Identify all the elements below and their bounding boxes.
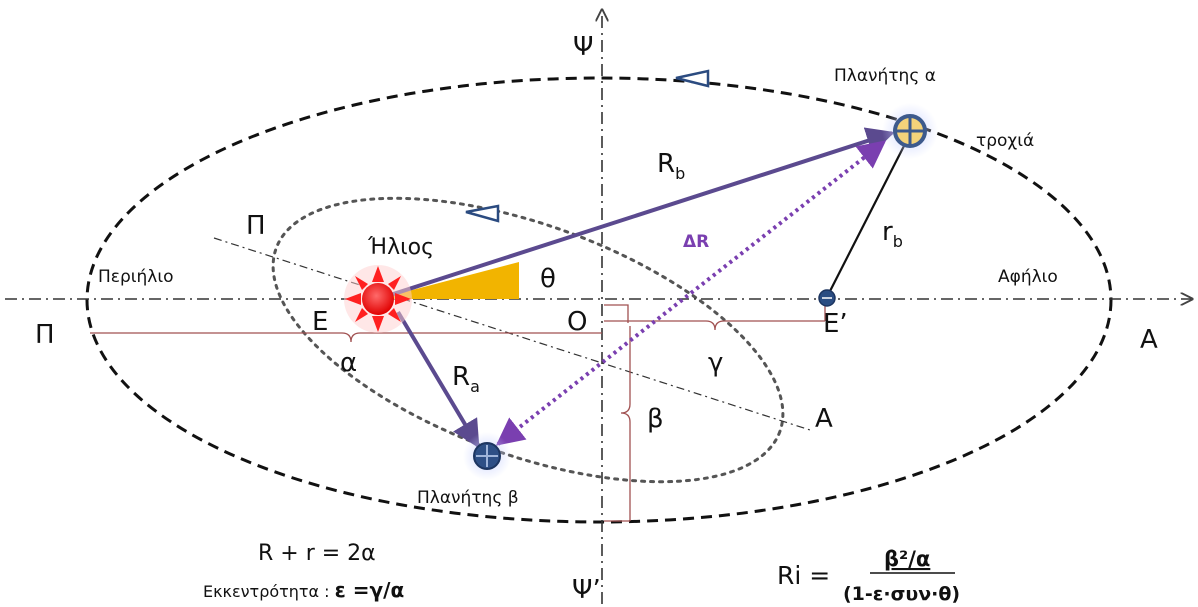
sun-icon	[344, 265, 412, 333]
rb-label: Rb	[657, 149, 685, 183]
focus-e-prime-label: Ε’	[823, 309, 848, 339]
psi-bottom-label: Ψ’	[572, 575, 601, 605]
a-tilted-label: Α	[815, 404, 833, 434]
focus-e-prime-marker	[818, 289, 836, 307]
planet-b-icon	[463, 432, 511, 480]
formula-ri-numerator: β²/α	[884, 547, 930, 571]
psi-top-label: Ψ	[573, 32, 593, 62]
direction-arrow-inner	[465, 204, 500, 223]
alpha-bracket	[90, 332, 602, 343]
planet-b-label: Πλανήτης β	[417, 488, 519, 508]
pi-tilted-label: Π	[246, 211, 266, 241]
inner-orbit	[271, 196, 785, 484]
perihelion-label: Περιήλιο	[98, 267, 174, 287]
sun-label: Ήλιος	[367, 235, 434, 260]
gamma-bracket	[604, 304, 826, 331]
delta-r-label: ΔR	[683, 232, 709, 252]
vector-ra	[396, 310, 480, 449]
vector-delta-r	[495, 140, 887, 446]
vector-rb	[377, 127, 895, 301]
formula-ri-denominator: (1-ε·συν·θ)	[843, 583, 960, 605]
center-o-label: Ο	[567, 307, 587, 337]
formula-eccentricity: Εκκεντρότητα : ε =γ/α	[203, 578, 404, 602]
outer-orbit	[85, 76, 1113, 524]
formula-ri-lhs: Ri =	[777, 561, 830, 590]
ra-label: Ra	[452, 362, 480, 396]
theta-label: θ	[540, 264, 556, 294]
a-right-label: Α	[1140, 325, 1158, 355]
gamma-label: γ	[708, 348, 723, 378]
pi-left-label: Π	[35, 320, 55, 350]
planet-a-label: Πλανήτης α	[834, 66, 936, 86]
planet-a-icon	[882, 103, 938, 159]
beta-label: β	[647, 404, 664, 434]
formula-sum: R + r = 2α	[258, 541, 376, 566]
theta-angle	[378, 262, 519, 299]
orbit-label: τροχιά	[976, 131, 1034, 151]
alpha-label: α	[340, 348, 357, 378]
beta-bracket	[604, 326, 631, 522]
r-small-label: rb	[882, 217, 903, 251]
focus-e-label: Ε	[312, 307, 328, 337]
vector-r-small	[826, 141, 907, 298]
aphelion-label: Αφήλιο	[998, 267, 1058, 287]
direction-arrow-outer	[675, 69, 710, 88]
